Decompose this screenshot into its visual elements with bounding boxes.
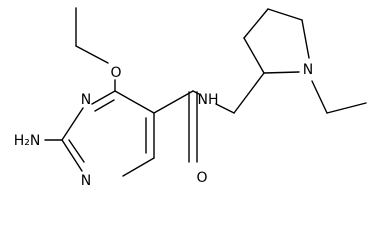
bond-c4-c5 xyxy=(114,90,155,114)
bond-o-ch2 xyxy=(75,45,109,64)
ethoxy-group xyxy=(75,7,116,92)
bond-n1-c2 xyxy=(61,139,83,172)
amine-label: H₂N xyxy=(14,133,41,149)
ether-o-label: O xyxy=(110,65,121,81)
bond-n-c2 xyxy=(263,71,300,74)
pyrrolidine-n-label: N xyxy=(303,62,313,78)
bond-c5-n xyxy=(301,19,310,59)
ring-n-top-label: N xyxy=(81,92,91,108)
ethylpyrrolidinylmethyl-group xyxy=(215,8,367,114)
bond-nh-ch2 xyxy=(215,103,235,114)
bond-n3-c4 xyxy=(91,90,116,105)
carboxamide-group xyxy=(153,90,200,163)
bond-n3-c4-inner xyxy=(94,99,115,112)
bond-c3-c4 xyxy=(243,8,269,39)
bond-ch2-c2 xyxy=(233,72,265,114)
bond-c6-n1 xyxy=(122,157,155,177)
bond-c5-carbonyl xyxy=(153,90,194,114)
bond-ch2-ch3 xyxy=(326,102,367,114)
pyrimidine-ring xyxy=(61,90,155,177)
ring-n-bottom-label: N xyxy=(81,173,91,185)
bond-c4-c5 xyxy=(267,8,303,21)
bond-c2-n3 xyxy=(61,107,84,141)
bond-n1-c2-inner xyxy=(68,139,85,163)
bond-c-nh xyxy=(192,90,200,95)
bond-c2-c3 xyxy=(243,37,265,74)
bond-n-ch2 xyxy=(311,80,328,114)
chemical-structure: H₂N N N O NH O N xyxy=(13,7,367,185)
amide-nh-label: NH xyxy=(198,92,219,108)
carbonyl-o-label: O xyxy=(196,170,207,185)
